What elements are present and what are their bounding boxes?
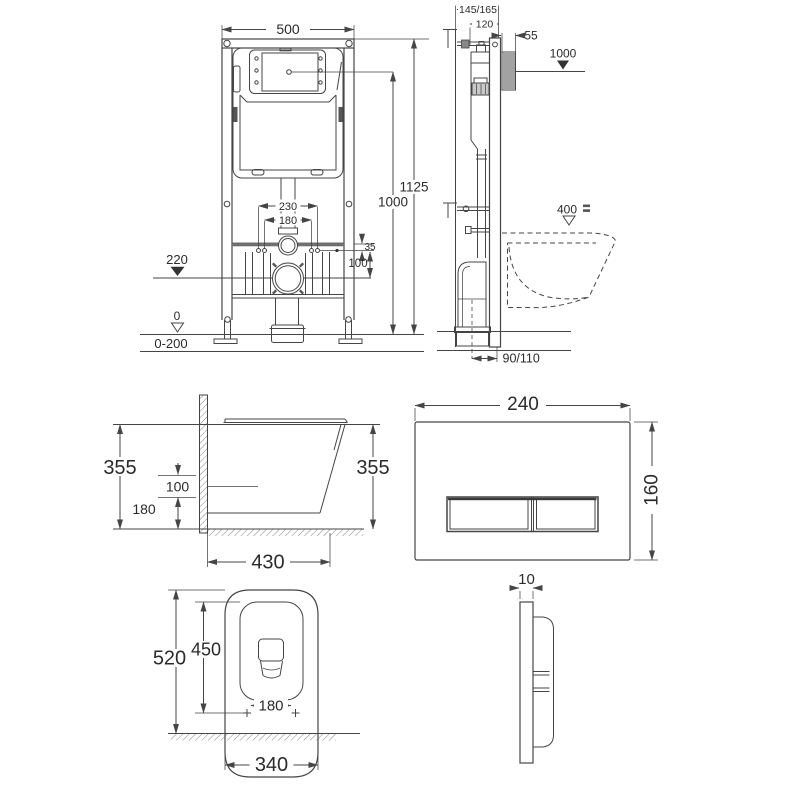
bolt-crosses	[243, 709, 300, 717]
small-flush-button	[536, 499, 596, 530]
wall-hatch	[171, 734, 336, 741]
pan-top-width-dim: 340	[255, 754, 288, 776]
seat	[223, 418, 348, 423]
pan-outline	[224, 589, 319, 778]
frame-top-bar	[221, 38, 355, 49]
plate-width-dim: 240	[507, 394, 539, 415]
big-flush-button	[449, 499, 529, 530]
plate-niche	[501, 51, 516, 91]
flush-plate-front-view: 240 160	[414, 394, 663, 561]
pan-depth-dim: 430	[251, 552, 284, 574]
bolt-outer-dim: 230	[279, 201, 297, 213]
pan-rim-offset-dim: 100	[166, 479, 190, 495]
side-recess-dim: 55	[524, 29, 538, 43]
right-foot	[338, 338, 363, 344]
plate-height-dim: 160	[642, 474, 663, 506]
side-rim-height-dim: 400	[557, 203, 577, 217]
outlet-drop-dim: 100	[348, 258, 367, 270]
pan-top-bolt-dim: 180	[258, 698, 283, 715]
pan-rim	[239, 601, 304, 701]
wall-section	[199, 394, 208, 534]
plate-back-box	[533, 616, 554, 748]
frame-front-view: 500 230	[140, 21, 432, 352]
floor-range-label: 0-200	[154, 336, 187, 351]
bracket-offset-dim: 35	[365, 242, 377, 253]
outlet-height-dim: 220	[166, 252, 188, 267]
frame-panel-height-dim: 1000	[378, 195, 408, 210]
pan-top-view: 180 450 520 340	[151, 589, 360, 778]
flush-buttons	[446, 496, 599, 533]
side-depth-dim: 145/165	[459, 4, 497, 16]
plate-thickness-dim: 10	[518, 571, 535, 588]
pan-top-inner-dim: 450	[191, 640, 221, 660]
pan-side-view: 355 355 100 180 430	[99, 394, 394, 574]
pan-height-right-dim: 355	[356, 457, 389, 479]
frame-total-height-dim: 1125	[399, 180, 428, 195]
pan-top-depth-dim: 520	[153, 648, 186, 670]
flush-plate-side-view: 10	[509, 571, 554, 764]
floor-hatch	[207, 529, 364, 536]
frame-side-view: 145/165 120 55 1000	[437, 3, 617, 366]
floor-zero-label: 0	[174, 309, 181, 323]
flush-opening	[258, 638, 284, 679]
side-outlet-offset-dim: 90/110	[503, 352, 540, 366]
left-foot	[213, 338, 238, 344]
pan-outlet-height-dim: 180	[132, 501, 156, 517]
pan-height-left-dim: 355	[103, 457, 136, 479]
pan-outline-dashed	[502, 232, 617, 309]
flush-plate	[414, 421, 631, 561]
side-plate-height-dim: 1000	[550, 47, 577, 61]
plate-profile	[519, 601, 534, 764]
bolt-inner-dim: 180	[279, 215, 297, 227]
frame-rail	[488, 37, 502, 348]
waste-outlet	[272, 262, 304, 295]
frame-width-dim: 500	[276, 21, 300, 37]
side-cistern-depth-dim: 120	[476, 19, 494, 31]
